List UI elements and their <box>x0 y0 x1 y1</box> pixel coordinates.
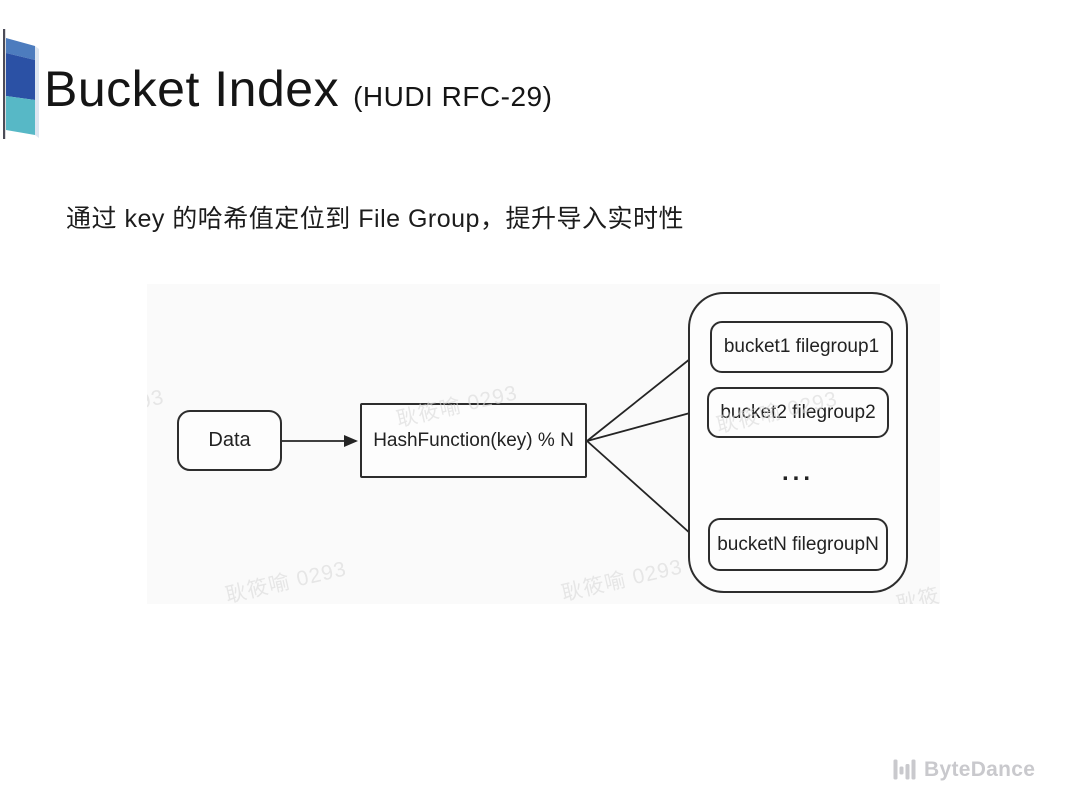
logo-band-dark-blue <box>6 53 35 100</box>
arrow-hash-to-bucket1 <box>586 345 707 442</box>
bytedance-bars-icon <box>893 759 916 780</box>
bytedance-brand-text: ByteDance <box>924 757 1036 781</box>
hash-node-label: HashFunction(key) % N <box>373 429 574 451</box>
bucketN-label: bucketN filegroupN <box>717 533 879 555</box>
arrow-hash-to-bucketN <box>586 440 703 545</box>
bucket2-label: bucket2 filegroup2 <box>720 401 876 423</box>
bucket1-label: bucket1 filegroup1 <box>723 336 880 357</box>
hash-function-node: HashFunction(key) % N <box>360 403 587 478</box>
arrow-hash-to-bucket2 <box>586 407 703 442</box>
diagram-arrows <box>282 345 707 545</box>
logo-band-teal <box>6 96 35 135</box>
logo-spine <box>3 29 6 139</box>
page-title: Bucket Index (HUDI RFC-29) <box>44 60 552 118</box>
title-text: Bucket Index <box>44 61 340 117</box>
bucket-group-container: bucket1 filegroup1 bucket2 filegroup2 ..… <box>688 292 908 593</box>
logo-band-medium-blue <box>6 38 35 60</box>
logo-edge-highlight <box>35 46 39 138</box>
data-node: Data <box>177 410 282 471</box>
bucket1-node: bucket1 filegroup1 <box>710 321 893 373</box>
subtitle: 通过 key 的哈希值定位到 File Group，提升导入实时性 <box>66 205 684 233</box>
bucketN-node: bucketN filegroupN <box>708 518 888 571</box>
title-suffix: (HUDI RFC-29) <box>353 81 553 112</box>
bucket2-node: bucket2 filegroup2 <box>707 387 889 438</box>
data-node-label: Data <box>208 429 251 451</box>
bucket-ellipsis: ... <box>781 459 814 486</box>
bucket-index-diagram: Data HashFunction(key) % N bucket1 fileg… <box>147 284 940 604</box>
bytedance-brand: ByteDance <box>892 757 1035 782</box>
deck-ribbon-logo <box>3 29 39 139</box>
